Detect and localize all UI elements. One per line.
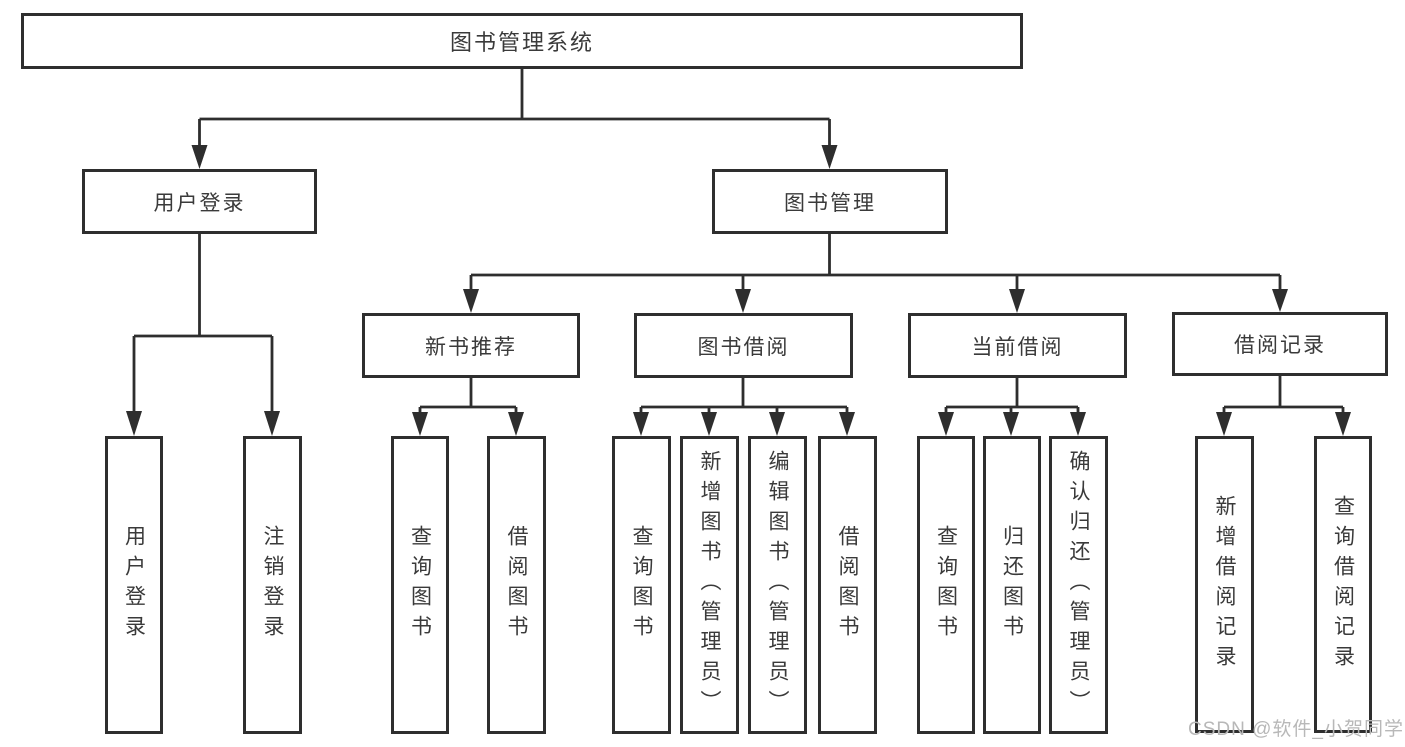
leaf-label: 查询借阅记录 [1331,494,1355,675]
arrowhead-down [191,145,208,169]
arrowhead-down [821,145,838,169]
leaf-label: 查询图书 [630,525,653,645]
connector-borrowing-records-to-leaves [1216,375,1351,436]
node-label: 借阅记录 [1234,334,1326,357]
arrowhead-down [633,412,649,436]
leaf-borrowing-edit-books-admin: 编辑图书（管理员） [748,436,807,734]
branch-lines [639,377,849,414]
arrowhead-down [1216,412,1232,436]
branch-lines [469,233,1282,291]
arrowhead-down [938,412,954,436]
node-label: 图书借阅 [697,335,790,359]
arrowhead-down [1272,289,1288,312]
arrowhead-down [769,412,785,436]
branch-lines [944,377,1080,414]
leaf-logout: 注销登录 [243,436,302,734]
node-borrowing-records: 借阅记录 [1172,312,1388,376]
node-label: 图书管理系统 [449,30,594,55]
leaf-newbook-borrow-books: 借阅图书 [487,436,546,734]
leaf-newbook-query-books: 查询图书 [391,436,449,734]
leaf-label: 借阅图书 [836,525,859,645]
connector-root-to-level2 [191,68,838,169]
node-label: 当前借阅 [971,335,1064,359]
arrowhead-down [1335,412,1351,436]
leaf-record-add-borrow-record: 新增借阅记录 [1195,436,1254,733]
node-book-management: 图书管理 [712,169,948,234]
arrowhead-down [412,412,428,436]
node-label: 新书推荐 [425,335,517,359]
leaf-current-confirm-return-admin: 确认归还（管理员） [1049,436,1108,734]
branch-lines [198,68,831,147]
node-label: 图书管理 [784,191,876,215]
leaf-label: 编辑图书（管理员） [766,450,789,720]
arrowhead-down [1003,412,1019,436]
leaf-borrowing-query-books: 查询图书 [612,436,671,734]
leaf-current-return-books: 归还图书 [983,436,1041,734]
node-library-management-system: 图书管理系统 [21,13,1023,69]
connector-user-login-to-leaves [126,233,280,436]
node-label: 用户登录 [153,191,246,215]
branch-lines [132,233,274,413]
arrowhead-down [735,289,751,313]
leaf-label: 查询图书 [934,525,958,645]
leaf-label: 借阅图书 [505,525,528,645]
arrowhead-down [508,412,524,436]
arrowhead-down [463,289,479,313]
leaf-user-login: 用户登录 [105,436,163,734]
branch-lines [1222,375,1345,414]
connector-current-borrowing-to-leaves [938,377,1086,436]
arrowhead-down [839,412,855,436]
connector-book-management-to-level3 [463,233,1288,313]
watermark: CSDN @软件_小贺同学 [1188,719,1404,740]
leaf-label: 用户登录 [122,525,146,645]
leaf-borrowing-borrow-books: 借阅图书 [818,436,877,734]
arrowhead-down [1070,412,1086,436]
leaf-record-query-borrow-record: 查询借阅记录 [1314,436,1372,733]
arrowhead-down [701,412,717,436]
node-book-borrowing: 图书借阅 [634,313,853,378]
node-user-login: 用户登录 [82,169,317,234]
leaf-label: 新增图书（管理员） [698,450,721,720]
leaf-label: 归还图书 [1000,525,1024,645]
node-current-borrowing: 当前借阅 [908,313,1127,378]
leaf-current-query-books: 查询图书 [917,436,975,734]
leaf-label: 新增借阅记录 [1213,494,1236,675]
leaf-borrowing-add-books-admin: 新增图书（管理员） [680,436,739,734]
leaf-label: 查询图书 [408,525,432,645]
leaf-label: 注销登录 [261,525,284,645]
arrowhead-down [126,411,142,436]
leaf-label: 确认归还（管理员） [1067,450,1090,720]
arrowhead-down [1009,289,1025,313]
arrowhead-down [264,411,280,436]
branch-lines [418,377,518,414]
connector-book-borrowing-to-leaves [633,377,855,436]
connector-new-book-recommend-to-leaves [412,377,524,436]
node-new-book-recommend: 新书推荐 [362,313,580,378]
